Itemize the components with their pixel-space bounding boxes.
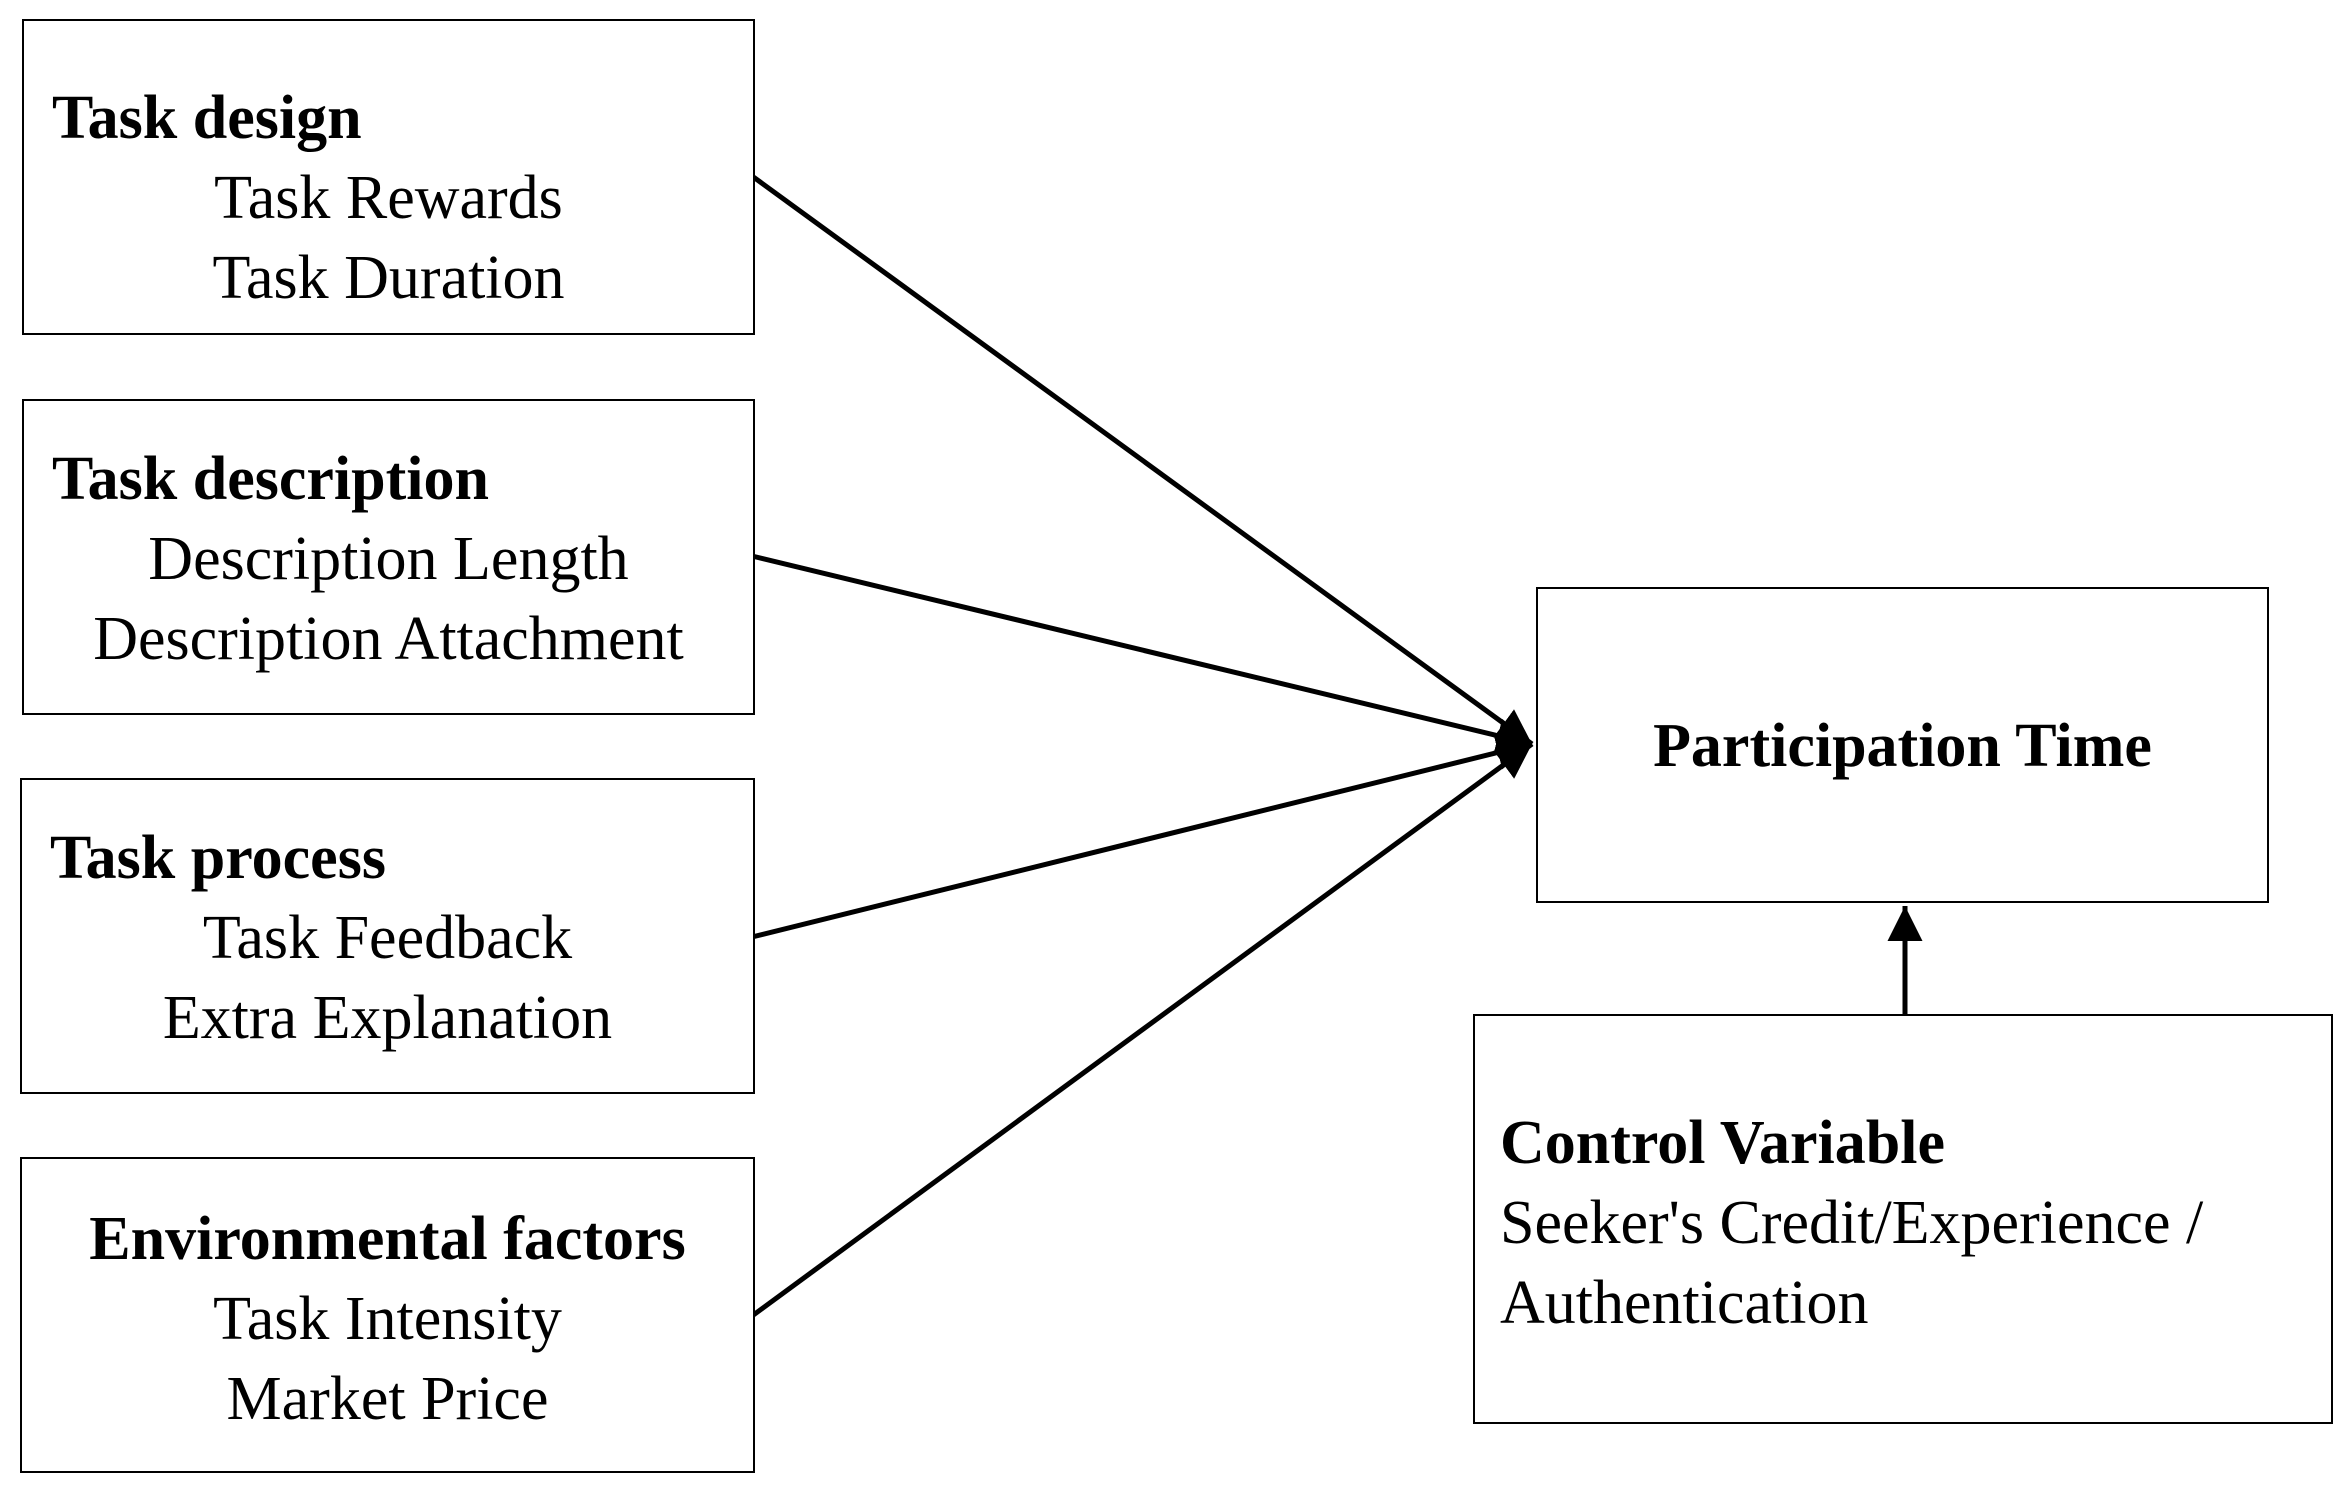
factor-box-task-description: Task description Description Length Desc…: [22, 399, 755, 715]
control-variable-box: Control Variable Seeker's Credit/Experie…: [1473, 1014, 2333, 1424]
arrow-environmental-factors: [750, 741, 1534, 1319]
arrow-task-process: [751, 735, 1533, 940]
factor-item: Task Feedback: [202, 904, 573, 972]
control-title: Control Variable: [1500, 1109, 1945, 1177]
control-line: Authentication: [1500, 1269, 1869, 1337]
factor-item: Task Rewards: [214, 164, 563, 232]
factor-item: Market Price: [226, 1365, 549, 1433]
outcome-box-participation-time: Participation Time: [1536, 587, 2269, 903]
factor-item: Description Attachment: [93, 605, 684, 673]
factor-item: Extra Explanation: [162, 984, 613, 1052]
factor-box-task-design: Task design Task Rewards Task Duration: [22, 19, 755, 335]
factor-box-environmental-factors: Environmental factors Task Intensity Mar…: [20, 1157, 755, 1473]
factor-item: Task Intensity: [213, 1285, 562, 1353]
factor-title: Environmental factors: [89, 1205, 686, 1273]
factor-title: Task description: [52, 445, 489, 513]
outcome-title: Participation Time: [1653, 712, 2152, 780]
factor-item: Task Duration: [212, 244, 565, 312]
factor-title: Task design: [52, 84, 362, 152]
control-line: Seeker's Credit/Experience /: [1500, 1189, 2204, 1257]
factor-item: Description Length: [148, 525, 629, 593]
factor-title: Task process: [50, 824, 386, 892]
arrow-task-description: [751, 553, 1533, 753]
factor-box-task-process: Task process Task Feedback Extra Explana…: [20, 778, 755, 1094]
arrow-task-design: [750, 173, 1534, 747]
